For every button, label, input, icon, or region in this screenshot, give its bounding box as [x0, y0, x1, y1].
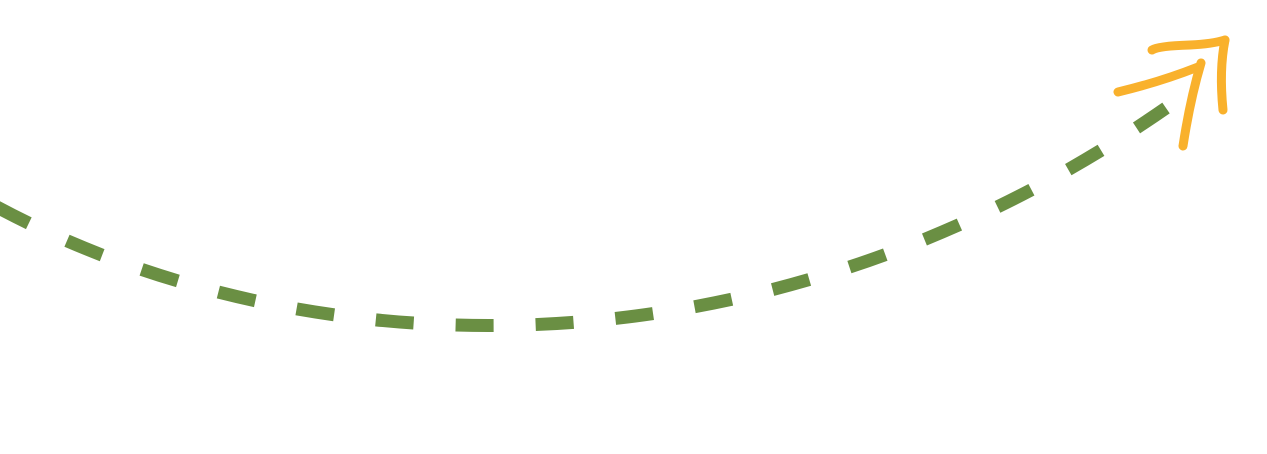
arrow-shaft-stroke	[1178, 58, 1206, 151]
arrow-head-right-stroke	[1216, 35, 1230, 115]
dashed-curve	[0, 102, 1170, 333]
arrow-head-top-stroke	[1147, 35, 1230, 55]
arrow-shaft-left-stroke	[1113, 62, 1203, 97]
arrow-up-right-icon	[1113, 35, 1230, 151]
